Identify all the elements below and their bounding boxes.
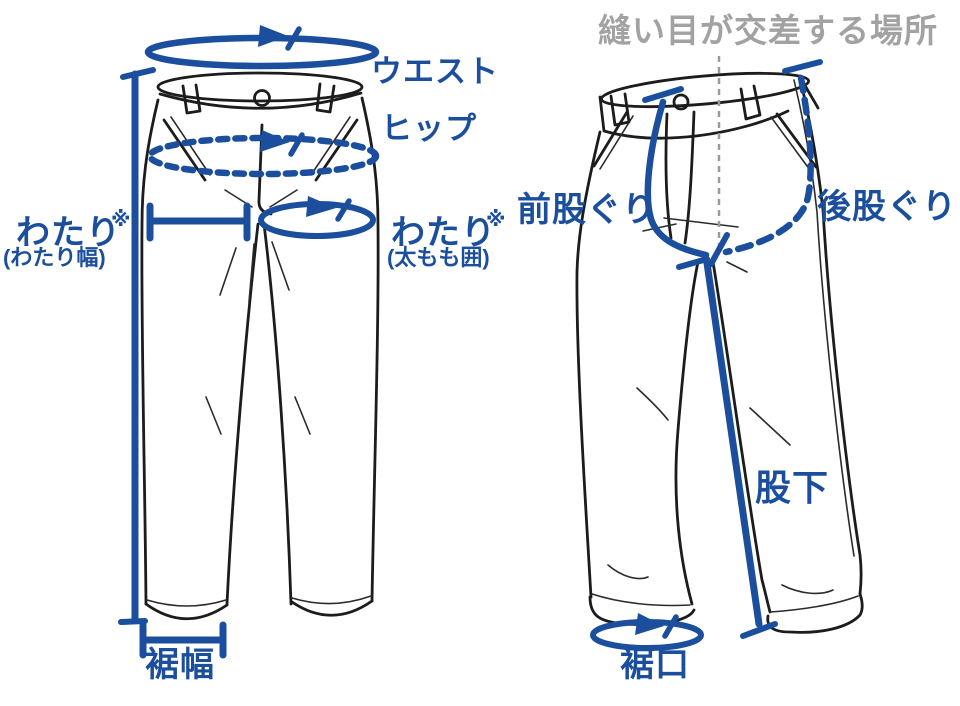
label-hem-width: 裾幅 — [145, 646, 215, 684]
pants-side-details — [591, 79, 859, 613]
label-front-rise: 前股ぐり — [517, 191, 657, 229]
label-thigh-girth-note: (太もも囲) — [387, 245, 490, 270]
pants-front-outline — [140, 71, 380, 621]
label-waist: ウエスト — [371, 54, 499, 89]
label-thigh-width-text: わたり — [16, 214, 121, 252]
label-thigh-girth: わたり※ — [391, 210, 506, 250]
label-thigh-girth-mark: ※ — [486, 209, 507, 231]
label-thigh-width: わたり※ — [16, 210, 131, 250]
back-rise-curve — [708, 59, 823, 267]
inseam-line — [676, 256, 778, 639]
label-inseam: 股下 — [755, 467, 830, 508]
hem-opening-ellipse — [590, 613, 704, 651]
label-seam-cross-note: 縫い目が交差する場所 — [598, 12, 938, 49]
pants-side-outline — [575, 71, 864, 634]
label-thigh-width-note: (わたり幅) — [3, 245, 106, 270]
hem-width-measure — [139, 621, 227, 659]
hip-measure-ellipse — [146, 130, 380, 178]
front-rise-curve — [642, 86, 710, 259]
pants-front-details — [146, 116, 372, 607]
label-thigh-girth-text: わたり — [391, 214, 496, 252]
label-hip: ヒップ — [381, 111, 477, 146]
thigh-girth-ellipse — [258, 196, 376, 239]
thigh-width-measure — [146, 202, 251, 242]
side-length-line — [118, 67, 156, 625]
label-hem-opening: 裾口 — [620, 646, 690, 684]
waist-measure-ellipse — [144, 25, 380, 70]
label-thigh-width-mark: ※ — [111, 209, 132, 231]
label-back-rise: 後股ぐり — [817, 188, 957, 226]
